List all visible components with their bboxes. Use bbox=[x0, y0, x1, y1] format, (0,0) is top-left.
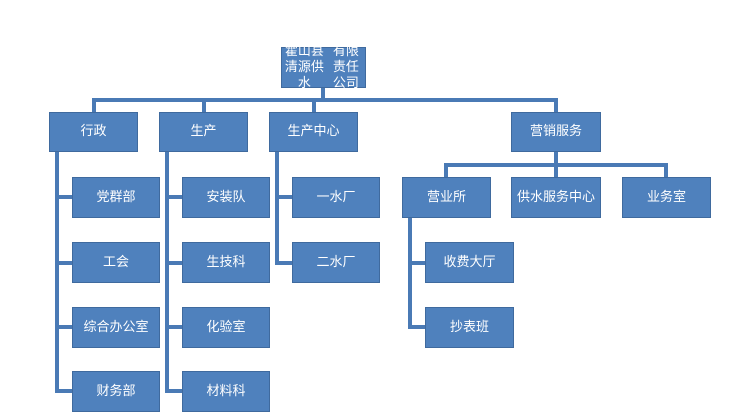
dept-production-center: 生产中心 bbox=[269, 112, 358, 152]
root-line-2: 有限责任公司 bbox=[332, 43, 359, 91]
admin-unit: 工会 bbox=[72, 242, 160, 283]
marketing-business-office: 营业所 bbox=[402, 177, 491, 218]
business-office-unit: 抄表班 bbox=[425, 307, 514, 348]
dept-marketing: 营销服务 bbox=[511, 112, 601, 152]
admin-unit: 综合办公室 bbox=[72, 307, 160, 348]
center-unit: 二水厂 bbox=[292, 242, 380, 283]
center-unit: 一水厂 bbox=[292, 177, 380, 218]
root-line-1: 霍山县清源供水 bbox=[284, 43, 324, 91]
production-unit: 生技科 bbox=[182, 242, 270, 283]
production-unit: 安装队 bbox=[182, 177, 270, 218]
dept-production: 生产 bbox=[159, 112, 248, 152]
marketing-business-room: 业务室 bbox=[622, 177, 711, 218]
production-unit: 化验室 bbox=[182, 307, 270, 348]
admin-unit: 党群部 bbox=[72, 177, 160, 218]
marketing-water-service-center: 供水服务中心 bbox=[511, 177, 601, 218]
production-unit: 材料科 bbox=[182, 371, 270, 412]
business-office-unit: 收费大厅 bbox=[425, 242, 514, 283]
admin-unit: 财务部 bbox=[72, 371, 160, 412]
dept-admin: 行政 bbox=[49, 112, 138, 152]
root-company-box: 霍山县清源供水 有限责任公司 bbox=[281, 44, 366, 91]
